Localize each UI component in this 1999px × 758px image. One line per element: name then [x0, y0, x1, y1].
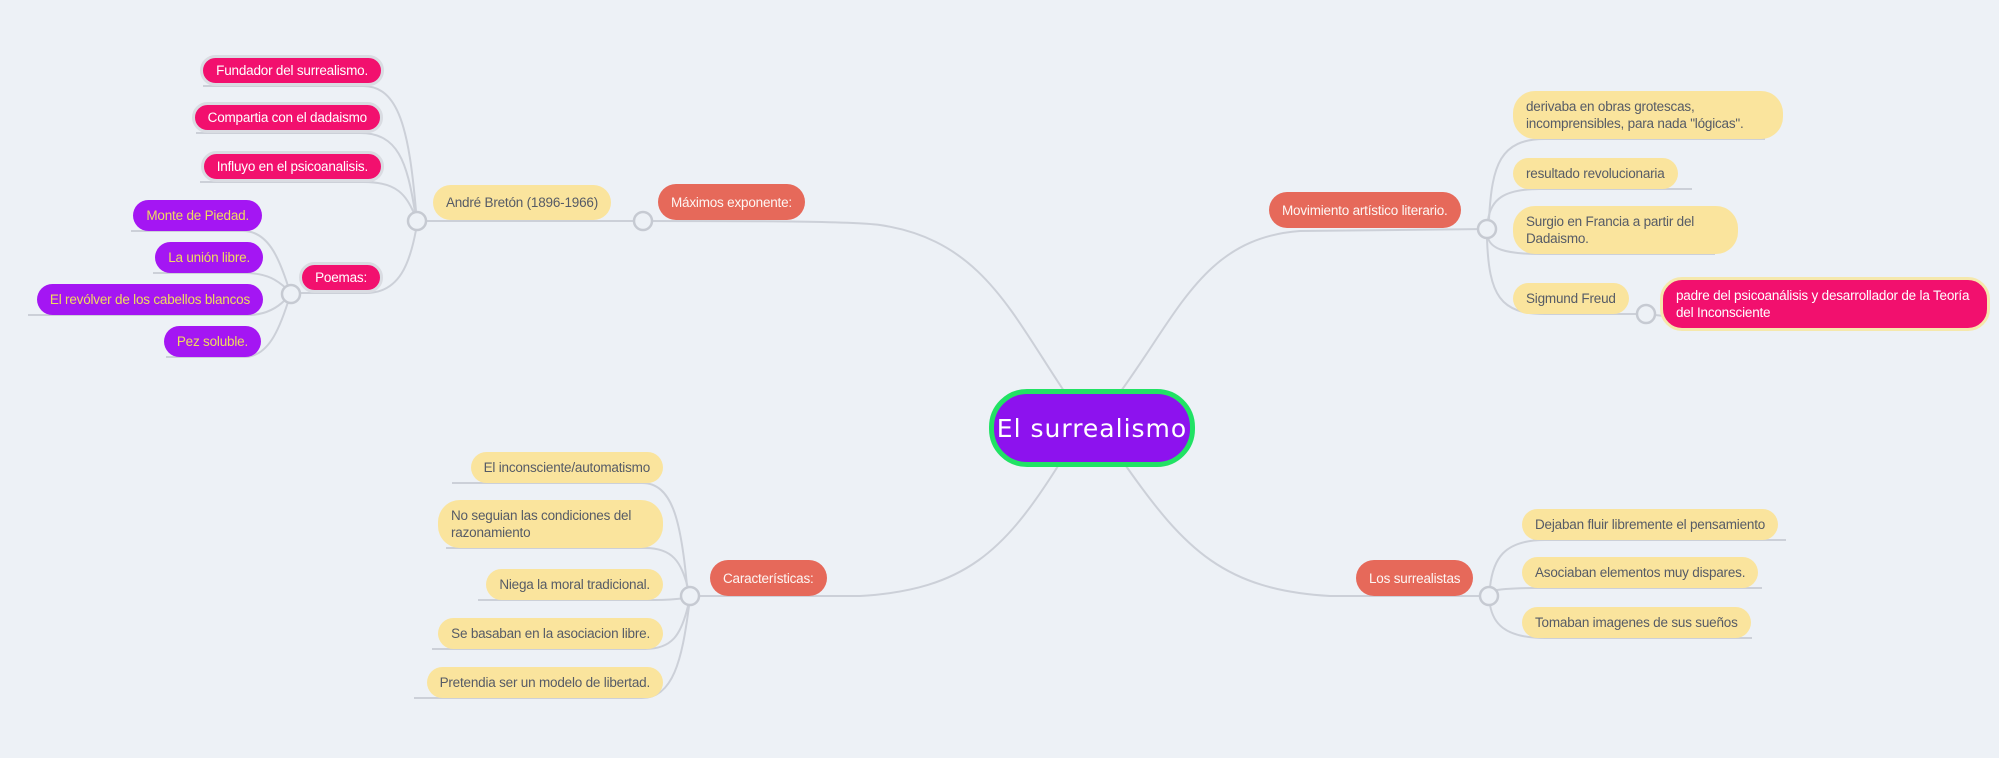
node-pez-soluble[interactable]: Pez soluble. — [163, 326, 261, 357]
node-asociacion-libre[interactable]: Se basaban en la asociacion libre. — [438, 618, 663, 649]
node-padre-psicoanalisis[interactable]: padre del psicoanálisis y desarrollador … — [1660, 277, 1990, 331]
node-root[interactable]: El surrealismo — [989, 389, 1195, 467]
node-no-seguian-condiciones[interactable]: No seguian las condiciones del razonamie… — [438, 500, 663, 548]
node-surgio-francia[interactable]: Surgio en Francia a partir del Dadaismo. — [1513, 206, 1738, 254]
node-los-surrealistas[interactable]: Los surrealistas — [1356, 560, 1474, 596]
node-andre-breton[interactable]: André Bretón (1896-1966) — [432, 185, 611, 220]
node-resultado-revolucionaria[interactable]: resultado revolucionaria — [1513, 158, 1678, 189]
node-inconsciente-automatismo[interactable]: El inconsciente/automatismo — [470, 452, 663, 483]
edge-root-surrealistas — [1125, 465, 1489, 597]
branch-joint-caracteristicas[interactable] — [679, 585, 701, 607]
edge-fundador — [203, 85, 417, 212]
node-influyo-psicoanalisis[interactable]: Influyo en el psicoanalisis. — [200, 151, 384, 182]
node-monte-de-piedad[interactable]: Monte de Piedad. — [133, 200, 262, 231]
edge-root-caracteristicas — [690, 465, 1059, 597]
node-fundador[interactable]: Fundador del surrealismo. — [200, 55, 384, 86]
branch-joint-andre[interactable] — [406, 210, 428, 232]
branch-joint-freud[interactable] — [1635, 303, 1657, 325]
branch-joint-surrealistas[interactable] — [1478, 585, 1500, 607]
edge-inconsciente — [452, 482, 688, 587]
edge-derivaba — [1488, 138, 1765, 220]
node-niega-moral[interactable]: Niega la moral tradicional. — [486, 569, 663, 600]
node-modelo-libertad[interactable]: Pretendia ser un modelo de libertad. — [426, 667, 663, 698]
node-asociaban-dispares[interactable]: Asociaban elementos muy dispares. — [1522, 557, 1759, 588]
edge-monte — [131, 230, 289, 287]
edge-resultado — [1487, 188, 1692, 221]
edge-root-maximos — [642, 220, 1065, 392]
node-compartia-dadaismo[interactable]: Compartia con el dadaismo — [191, 102, 383, 133]
edge-influyo — [200, 181, 415, 214]
branch-joint-poemas[interactable] — [280, 283, 302, 305]
node-maximos-exponente[interactable]: Máximos exponente: — [658, 184, 805, 220]
node-caracteristicas[interactable]: Características: — [710, 560, 827, 596]
edge-root-movimiento — [1120, 228, 1488, 392]
node-movimiento-artistico[interactable]: Movimiento artístico literario. — [1269, 192, 1461, 228]
node-sigmund-freud[interactable]: Sigmund Freud — [1513, 283, 1629, 314]
node-poemas[interactable]: Poemas: — [299, 262, 383, 293]
node-derivaba-grotescas[interactable]: derivaba en obras grotescas, incomprensi… — [1513, 91, 1783, 139]
edge-noseguian — [446, 547, 689, 589]
node-el-revolver[interactable]: El revólver de los cabellos blancos — [36, 284, 263, 315]
edge-asociaban — [1490, 587, 1762, 592]
node-dejaban-fluir[interactable]: Dejaban fluir libremente el pensamiento — [1522, 509, 1779, 540]
node-la-union-libre[interactable]: La unión libre. — [155, 242, 263, 273]
edge-compartia — [196, 132, 416, 213]
edge-dejaban — [1489, 539, 1786, 588]
branch-joint-maximos[interactable] — [632, 210, 654, 232]
node-tomaban-imagenes[interactable]: Tomaban imagenes de sus sueños — [1522, 607, 1751, 638]
branch-joint-movimiento[interactable] — [1476, 218, 1498, 240]
